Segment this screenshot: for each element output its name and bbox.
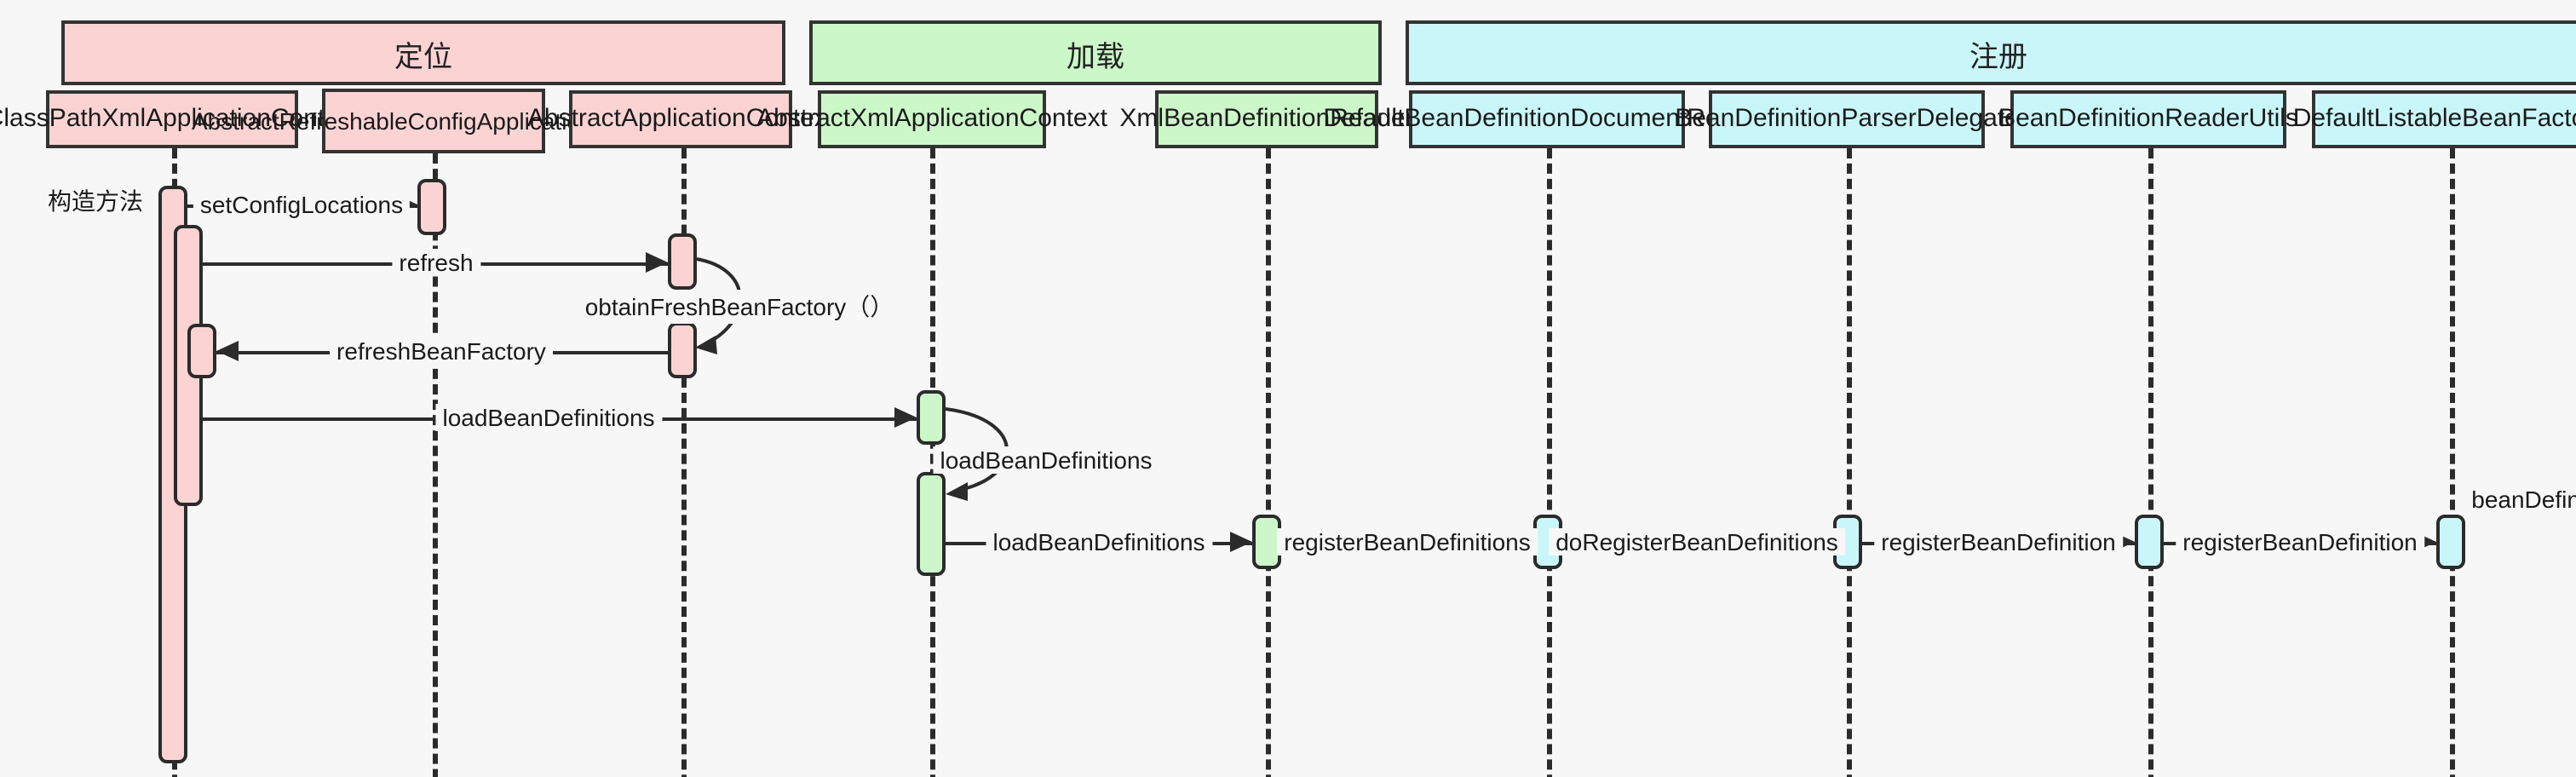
arrow-head-icon <box>1230 532 1252 552</box>
participant-label: BeanDefinitionParserDelegate <box>1675 104 2019 134</box>
message-label: loadBeanDefinitions <box>986 528 1212 555</box>
lifeline-defaultbeandefinitiondocumentreader <box>1547 148 1552 777</box>
participant-xmlbeandefinitionreader[interactable]: XmlBeanDefinitionReader <box>1119 90 1414 148</box>
lifeline-abstractxmlapplicationcontext <box>930 148 935 777</box>
participant-abstractrefreshableconfigapplicationcontext[interactable]: AbstractRefreshableConfigApplicationCont… <box>192 89 676 153</box>
self-call-label: loadBeanDefinitions <box>933 446 1159 474</box>
group-band-loading: 加载 <box>809 20 1382 85</box>
group-band-label: 加载 <box>1067 40 1124 72</box>
participant-label: DefaultBeanDefinitionDocumentReader <box>1323 104 1771 134</box>
participant-label: AbstractXmlApplicationContext <box>756 104 1107 134</box>
self-call-label: obtainFreshBeanFactory（） <box>578 290 901 324</box>
message-label: doRegisterBeanDefinitions <box>1549 528 1845 555</box>
activation-bar <box>2436 515 2465 569</box>
participant-label: BeanDefinitionReaderUtils <box>1998 104 2298 134</box>
arrow-head-icon <box>894 407 917 428</box>
arrow-head-icon <box>216 341 239 361</box>
message-label: registerBeanDefinitions <box>1277 528 1538 555</box>
activation-bar <box>917 472 946 576</box>
activation-bar <box>917 390 946 445</box>
note-constructor-method: 构造方法 <box>48 187 143 215</box>
message-label: registerBeanDefinition <box>2176 528 2424 555</box>
lifeline-abstractapplicationcontext <box>681 148 687 777</box>
participant-label: ClassPathXmlApplicationContext <box>0 104 359 134</box>
group-band-registration: 注册 <box>1406 20 2576 85</box>
participant-abstractapplicationcontext[interactable]: AbstractApplicationContext <box>527 90 834 148</box>
activation-bar <box>668 322 697 378</box>
group-band-label: 注册 <box>1969 40 2027 72</box>
group-band-label: 定位 <box>394 40 452 72</box>
participant-defaultlistablebeanfactory[interactable]: DefaultListableBeanFactory <box>2293 90 2576 148</box>
lifeline-abstractrefreshableconfigapplicationcontext <box>433 153 438 777</box>
message-label: setConfigLocations <box>193 191 411 218</box>
participant-abstractxmlapplicationcontext[interactable]: AbstractXmlApplicationContext <box>756 90 1107 148</box>
activation-bar <box>668 233 697 290</box>
lifeline-defaultlistablebeanfactory <box>2450 148 2455 777</box>
participant-defaultbeandefinitiondocumentreader[interactable]: DefaultBeanDefinitionDocumentReader <box>1323 90 1771 148</box>
message-label: refreshBeanFactory <box>330 337 553 365</box>
lifeline-xmlbeandefinitionreader <box>1266 148 1271 777</box>
activation-bar <box>417 179 446 235</box>
note-beandefinitionmap: beanDefinitionMap <box>2471 486 2576 513</box>
activation-bar <box>187 324 216 378</box>
message-label: refresh <box>392 249 480 276</box>
arrow-head-icon <box>646 252 668 273</box>
message-label: loadBeanDefinitions <box>435 404 662 431</box>
participant-classpathxmlapplicationcontext[interactable]: ClassPathXmlApplicationContext <box>0 90 359 148</box>
activation-bar <box>2135 515 2164 569</box>
group-band-positioning: 定位 <box>61 20 785 85</box>
participant-beandefinitionparserdelegate[interactable]: BeanDefinitionParserDelegate <box>1675 90 2019 148</box>
participant-label: XmlBeanDefinitionReader <box>1119 104 1414 134</box>
participant-label: DefaultListableBeanFactory <box>2292 104 2576 134</box>
participant-label: AbstractApplicationContext <box>526 104 835 134</box>
lifeline-beandefinitionreaderutils <box>2148 148 2153 777</box>
participant-beandefinitionreaderutils[interactable]: BeanDefinitionReaderUtils <box>1998 90 2298 148</box>
lifeline-beandefinitionparserdelegate <box>1847 148 1852 777</box>
message-label: registerBeanDefinition <box>1874 528 2123 555</box>
